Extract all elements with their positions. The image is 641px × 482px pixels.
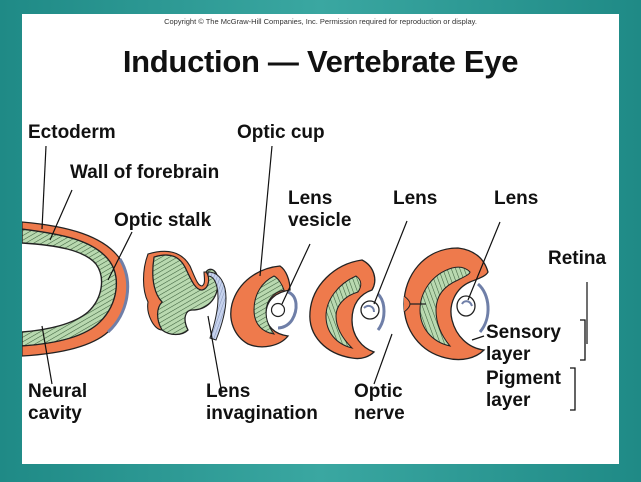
label-retina: Retina: [548, 248, 606, 270]
stage-5-retina: [404, 248, 488, 360]
label-lens-invagination-line2: invagination: [206, 403, 318, 425]
label-optic-stalk: Optic stalk: [114, 210, 211, 232]
stage-2-lens-invagination: [144, 251, 227, 340]
label-neural-cavity-line1: Neural: [28, 381, 87, 403]
label-neural-cavity-line2: cavity: [28, 403, 82, 425]
label-pigment-line2: layer: [486, 390, 530, 412]
slide: Copyright © The McGraw-Hill Companies, I…: [22, 14, 619, 464]
stage-3-lens-vesicle: [231, 266, 296, 347]
label-lens-a: Lens: [393, 188, 437, 210]
label-optic-nerve-line2: nerve: [354, 403, 405, 425]
label-sensory-line1: Sensory: [486, 322, 561, 344]
label-lens-invagination-line1: Lens: [206, 381, 250, 403]
label-optic-cup: Optic cup: [237, 122, 325, 144]
label-lens-vesicle-line2: vesicle: [288, 210, 351, 232]
label-optic-nerve-line1: Optic: [354, 381, 403, 403]
label-lens-vesicle-line1: Lens: [288, 188, 332, 210]
label-pigment-line1: Pigment: [486, 368, 561, 390]
retina-brackets: [570, 320, 585, 410]
label-ectoderm: Ectoderm: [28, 122, 116, 144]
stage-1-optic-stalk: [22, 222, 128, 356]
label-sensory-line2: layer: [486, 344, 530, 366]
label-wall-of-forebrain: Wall of forebrain: [70, 162, 219, 184]
stage-4-optic-cup: [310, 260, 384, 359]
label-lens-b: Lens: [494, 188, 538, 210]
